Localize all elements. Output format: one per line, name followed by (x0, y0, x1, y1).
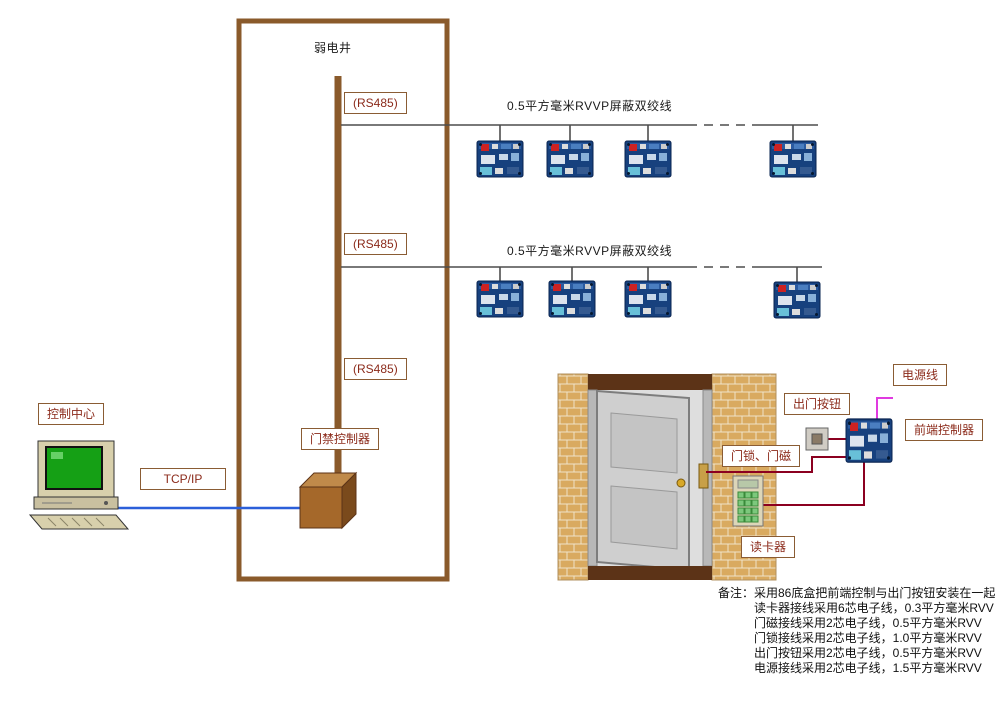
bus2-cable-label: 0.5平方毫米RVVP屏蔽双绞线 (507, 244, 673, 258)
note-line: 门锁接线采用2芯电子线，1.0平方毫米RVV (754, 631, 982, 645)
power-line-label: 电源线 (893, 364, 948, 386)
note-line: 读卡器接线采用6芯电子线，0.3平方毫米RVV (754, 601, 994, 615)
door-with-brick-wall-icon (557, 373, 777, 581)
door-lintel (588, 374, 712, 390)
control-center-computer-icon (28, 440, 130, 530)
exit-push-button-icon (805, 427, 829, 451)
note-line: 门磁接线采用2芯电子线，0.5平方毫米RVV (754, 616, 982, 630)
door-knob (676, 478, 686, 488)
shaft-label: 弱电井 (314, 41, 352, 55)
control-center-label: 控制中心 (38, 403, 105, 425)
controller-board-icon (546, 140, 594, 178)
exit-button-label: 出门按钮 (784, 393, 851, 415)
rs485-label-3: (RS485) (344, 358, 407, 380)
lock-magnet-wire (706, 456, 846, 473)
card-reader-wire (763, 462, 865, 506)
rs485-bus-line-1 (341, 124, 818, 141)
door-lock-strike (698, 463, 709, 489)
keypad-card-reader-icon (732, 475, 764, 527)
bus1-cable-label: 0.5平方毫米RVVP屏蔽双绞线 (507, 99, 673, 113)
door-controller-label: 门禁控制器 (301, 428, 380, 450)
rs485-label-1: (RS485) (344, 92, 407, 114)
controller-board-icon (773, 281, 821, 319)
rs485-bus-line-2 (341, 266, 822, 283)
note-line: 出门按钮采用2芯电子线，0.5平方毫米RVV (754, 646, 982, 660)
weak-current-shaft-outline (236, 18, 450, 582)
controller-board-icon (624, 280, 672, 318)
lock-magnet-label: 门锁、门磁 (722, 445, 801, 467)
power-wire (876, 397, 893, 420)
tcpip-label: TCP/IP (140, 468, 226, 490)
controller-board-icon (476, 280, 524, 318)
remarks-block: 备注：采用86底盒把前端控制与出门按钮安装在一起 读卡器接线采用6芯电子线，0.… (718, 586, 995, 676)
front-controller-board-icon (845, 418, 893, 463)
access-controller-box-icon (298, 471, 358, 530)
front-controller-label: 前端控制器 (905, 419, 984, 441)
rs485-label-2: (RS485) (344, 233, 407, 255)
door-threshold (588, 566, 712, 580)
brick-wall-left (557, 373, 589, 581)
card-reader-label: 读卡器 (741, 536, 796, 558)
controller-board-icon (769, 140, 817, 178)
note-line: 电源接线采用2芯电子线，1.5平方毫米RVV (754, 661, 982, 675)
controller-board-icon (476, 140, 524, 178)
controller-board-icon (548, 280, 596, 318)
controller-board-icon (624, 140, 672, 178)
note-line: 备注：采用86底盒把前端控制与出门按钮安装在一起 (718, 586, 996, 600)
